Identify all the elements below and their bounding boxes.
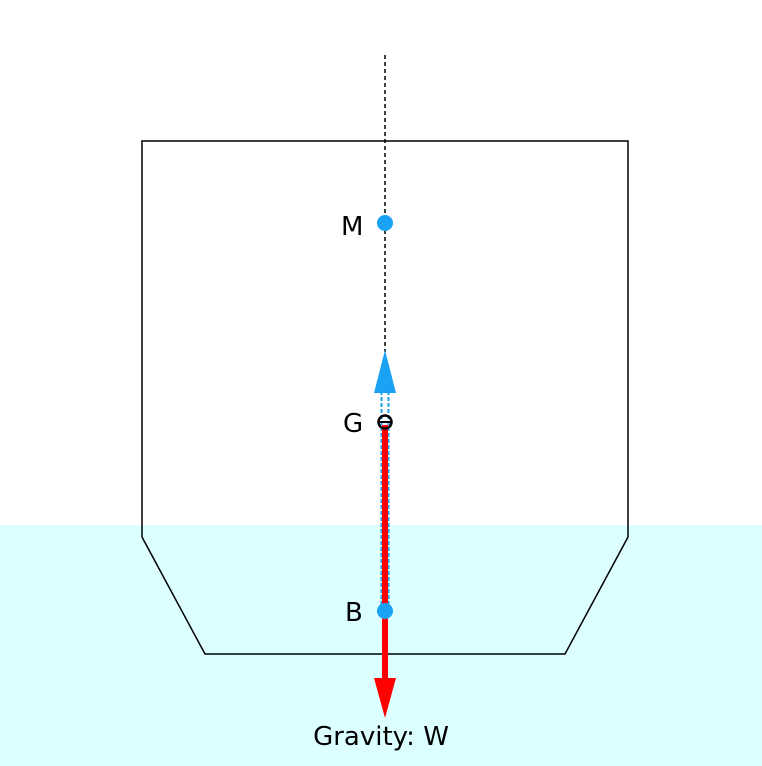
center-of-buoyancy-label: B — [345, 598, 363, 628]
metacenter-label: M — [341, 212, 363, 242]
gravity-force-label: Gravity: W — [313, 722, 449, 752]
gravity-arrow — [374, 425, 396, 718]
center-of-gravity-label: G — [343, 409, 363, 439]
metacenter-point — [377, 215, 393, 231]
center-of-buoyancy-point — [377, 603, 393, 619]
buoyancy-arrowhead — [374, 350, 396, 393]
hull-outline — [141, 140, 629, 655]
gravity-arrowhead — [374, 678, 396, 718]
